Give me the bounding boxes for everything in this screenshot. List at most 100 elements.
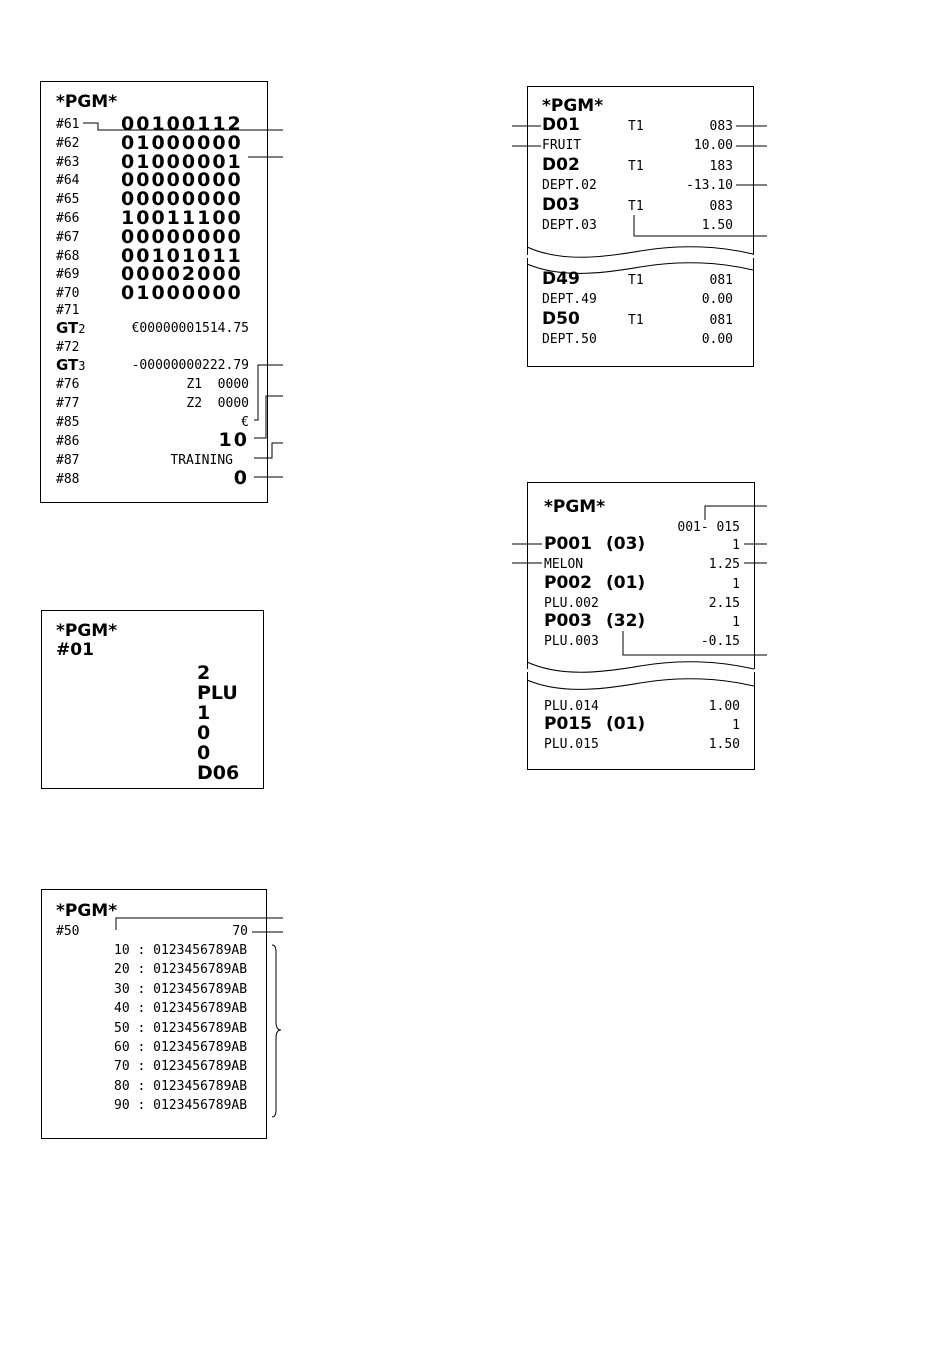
setting-line: 2 xyxy=(197,662,211,684)
dept-code: D02 xyxy=(542,155,580,175)
tax-status: T1 xyxy=(628,119,644,134)
plu-price: 1.25 xyxy=(708,557,740,572)
dept-group: 183 xyxy=(709,159,733,174)
setting-code: #61 xyxy=(56,117,80,132)
plu-price: 2.15 xyxy=(708,595,740,611)
plu-dept-link: (03) xyxy=(606,534,646,554)
tax-status: T1 xyxy=(628,313,644,328)
dept-name: DEPT.02 xyxy=(542,178,597,193)
table-row: 80 : 0123456789AB xyxy=(114,1078,248,1094)
setting-value: 01000000 xyxy=(121,131,243,154)
table-row: 60 : 0123456789AB xyxy=(114,1040,248,1055)
receipt-title: *PGM* xyxy=(56,621,118,641)
plu-code: P015 xyxy=(544,714,592,734)
code-77: #77 xyxy=(56,396,80,411)
setting-value: 01000000 xyxy=(121,282,243,305)
table-row: 30 : 0123456789AB xyxy=(114,981,248,997)
gt2-value: €00000001514.75 xyxy=(131,321,249,336)
value-87: TRAINING xyxy=(170,453,233,468)
tax-status: T1 xyxy=(628,199,644,214)
dept-code: D49 xyxy=(542,269,580,289)
plu-name: PLU.002 xyxy=(544,595,599,611)
receipt-title: *PGM* xyxy=(542,96,604,116)
gt2-label: GT2 xyxy=(56,319,86,337)
setting-line: PLU xyxy=(197,682,238,704)
dept-price: -13.10 xyxy=(686,178,733,193)
value-77: Z2 0000 xyxy=(186,396,249,411)
setting-value: 00000000 xyxy=(121,169,243,192)
code-86: #86 xyxy=(56,434,80,449)
plu-qty: 1 xyxy=(732,538,740,553)
plu-name: PLU.015 xyxy=(544,737,599,752)
value-88: 0 xyxy=(233,467,249,489)
setting-code: #64 xyxy=(56,173,80,189)
setting-value: 10011100 xyxy=(121,207,243,229)
plu-name: PLU.014 xyxy=(544,699,599,714)
plu-dept-link: (32) xyxy=(606,611,646,631)
code-85: #85 xyxy=(56,415,80,430)
table-row: 90 : 0123456789AB xyxy=(114,1098,248,1114)
plu-price: 1.50 xyxy=(708,737,740,752)
plu-dept-link: (01) xyxy=(606,714,646,734)
setting-value: 00000000 xyxy=(121,225,243,248)
setting-code: #68 xyxy=(56,248,80,264)
receipt-code: #01 xyxy=(56,640,94,660)
plu-qty: 1 xyxy=(732,615,740,630)
plu-code: P002 xyxy=(544,572,592,593)
setting-code: #67 xyxy=(56,229,80,245)
setting-code: #63 xyxy=(56,154,80,170)
setting-value: 01000001 xyxy=(121,150,243,173)
setting-line: 1 xyxy=(197,702,211,724)
dept-name: FRUIT xyxy=(542,138,582,153)
table-row: 20 : 0123456789AB xyxy=(114,962,248,978)
table-row: 70 : 0123456789AB xyxy=(114,1059,248,1075)
code-76: #76 xyxy=(56,377,80,392)
dept-price: 1.50 xyxy=(701,218,733,233)
code-87: #87 xyxy=(56,453,80,468)
setting-value: 00101011 xyxy=(121,244,243,267)
dept-price: 0.00 xyxy=(701,292,733,307)
tax-status: T1 xyxy=(628,273,644,288)
tax-status: T1 xyxy=(628,159,644,174)
value-76: Z1 0000 xyxy=(186,377,249,392)
setting-line: 0 xyxy=(197,742,211,764)
dept-price: 0.00 xyxy=(701,332,733,347)
value-85: € xyxy=(241,415,249,430)
dept-code: D01 xyxy=(542,115,580,135)
plu-name: MELON xyxy=(544,557,584,572)
plu-price: 1.00 xyxy=(708,699,740,714)
plu-dept-link: (01) xyxy=(606,572,646,593)
receipt-code: #50 xyxy=(56,924,80,939)
setting-line: D06 xyxy=(197,762,240,784)
plu-range: 001- 015 xyxy=(677,520,740,535)
setting-line: 0 xyxy=(197,722,211,744)
table-row: 40 : 0123456789AB xyxy=(114,1001,248,1017)
setting-code: #62 xyxy=(56,135,80,151)
receipt-title: *PGM* xyxy=(56,92,118,112)
plu-qty: 1 xyxy=(732,576,740,592)
plu-name: PLU.003 xyxy=(544,634,599,649)
value-86: 10 xyxy=(218,429,249,451)
brace xyxy=(271,944,282,1118)
code-88: #88 xyxy=(56,472,80,487)
table-row: 10 : 0123456789AB xyxy=(114,943,248,958)
dept-group: 083 xyxy=(709,119,733,134)
setting-code: #69 xyxy=(56,267,80,283)
dept-group: 081 xyxy=(709,273,733,288)
dept-code: D03 xyxy=(542,195,580,215)
dept-price: 10.00 xyxy=(693,138,733,153)
dept-code: D50 xyxy=(542,309,580,329)
dept-group: 083 xyxy=(709,199,733,214)
code-72: #72 xyxy=(56,340,80,355)
setting-code: #65 xyxy=(56,192,80,208)
gt3-value: -00000000222.79 xyxy=(131,358,249,373)
setting-code: #70 xyxy=(56,286,80,302)
receipt-title: *PGM* xyxy=(544,497,606,517)
dept-group: 081 xyxy=(709,313,733,328)
plu-price: -0.15 xyxy=(700,634,740,649)
